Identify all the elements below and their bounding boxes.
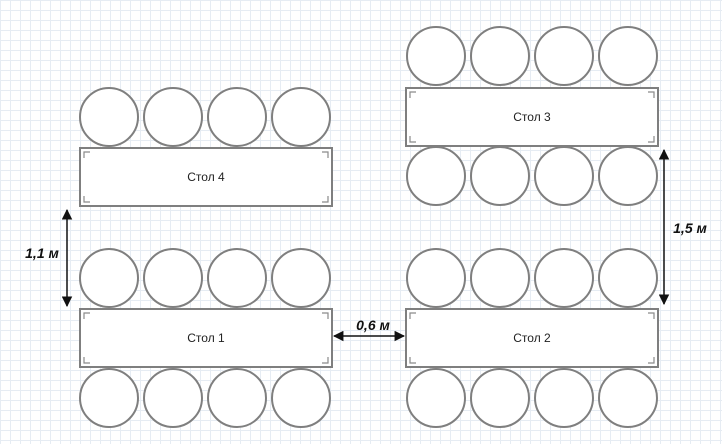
table-4-label: Стол 4 [187,170,225,184]
chair[interactable] [598,248,658,308]
chair[interactable] [271,368,331,428]
chair[interactable] [534,26,594,86]
chair[interactable] [143,248,203,308]
dimension-label-right: 1,5 м [673,220,707,236]
table-2-label: Стол 2 [513,331,551,345]
table-corner-mark [648,312,655,319]
table-corner-mark [83,196,90,203]
chair[interactable] [598,26,658,86]
table-corner-mark [83,312,90,319]
table-corner-mark [83,151,90,158]
table-corner-mark [83,357,90,364]
table-corner-mark [409,136,416,143]
table-corner-mark [648,136,655,143]
table-corner-mark [322,196,329,203]
table-3[interactable]: Стол 3 [405,87,659,147]
table-4[interactable]: Стол 4 [79,147,333,207]
table-corner-mark [322,151,329,158]
dimension-label-middle: 0,6 м [356,317,390,333]
table-corner-mark [409,312,416,319]
chair[interactable] [534,368,594,428]
chair[interactable] [143,87,203,147]
chair[interactable] [207,368,267,428]
chair[interactable] [79,248,139,308]
chair[interactable] [207,248,267,308]
table-corner-mark [648,357,655,364]
chair[interactable] [598,368,658,428]
table-3-label: Стол 3 [513,110,551,124]
chair[interactable] [534,248,594,308]
table-corner-mark [648,91,655,98]
chair[interactable] [534,146,594,206]
chair[interactable] [271,248,331,308]
chairs-layer [79,26,658,428]
table-2[interactable]: Стол 2 [405,308,659,368]
dimension-label-left: 1,1 м [25,245,59,261]
chair[interactable] [406,368,466,428]
table-corner-mark [409,91,416,98]
chair[interactable] [470,368,530,428]
chair[interactable] [470,248,530,308]
chair[interactable] [470,26,530,86]
chair[interactable] [470,146,530,206]
chair[interactable] [406,146,466,206]
table-corner-mark [322,357,329,364]
table-1-label: Стол 1 [187,331,225,345]
table-1[interactable]: Стол 1 [79,308,333,368]
chair[interactable] [79,87,139,147]
chair[interactable] [79,368,139,428]
chair[interactable] [406,248,466,308]
chair[interactable] [143,368,203,428]
chair[interactable] [406,26,466,86]
chair[interactable] [598,146,658,206]
chair[interactable] [271,87,331,147]
chair[interactable] [207,87,267,147]
table-corner-mark [322,312,329,319]
table-corner-mark [409,357,416,364]
